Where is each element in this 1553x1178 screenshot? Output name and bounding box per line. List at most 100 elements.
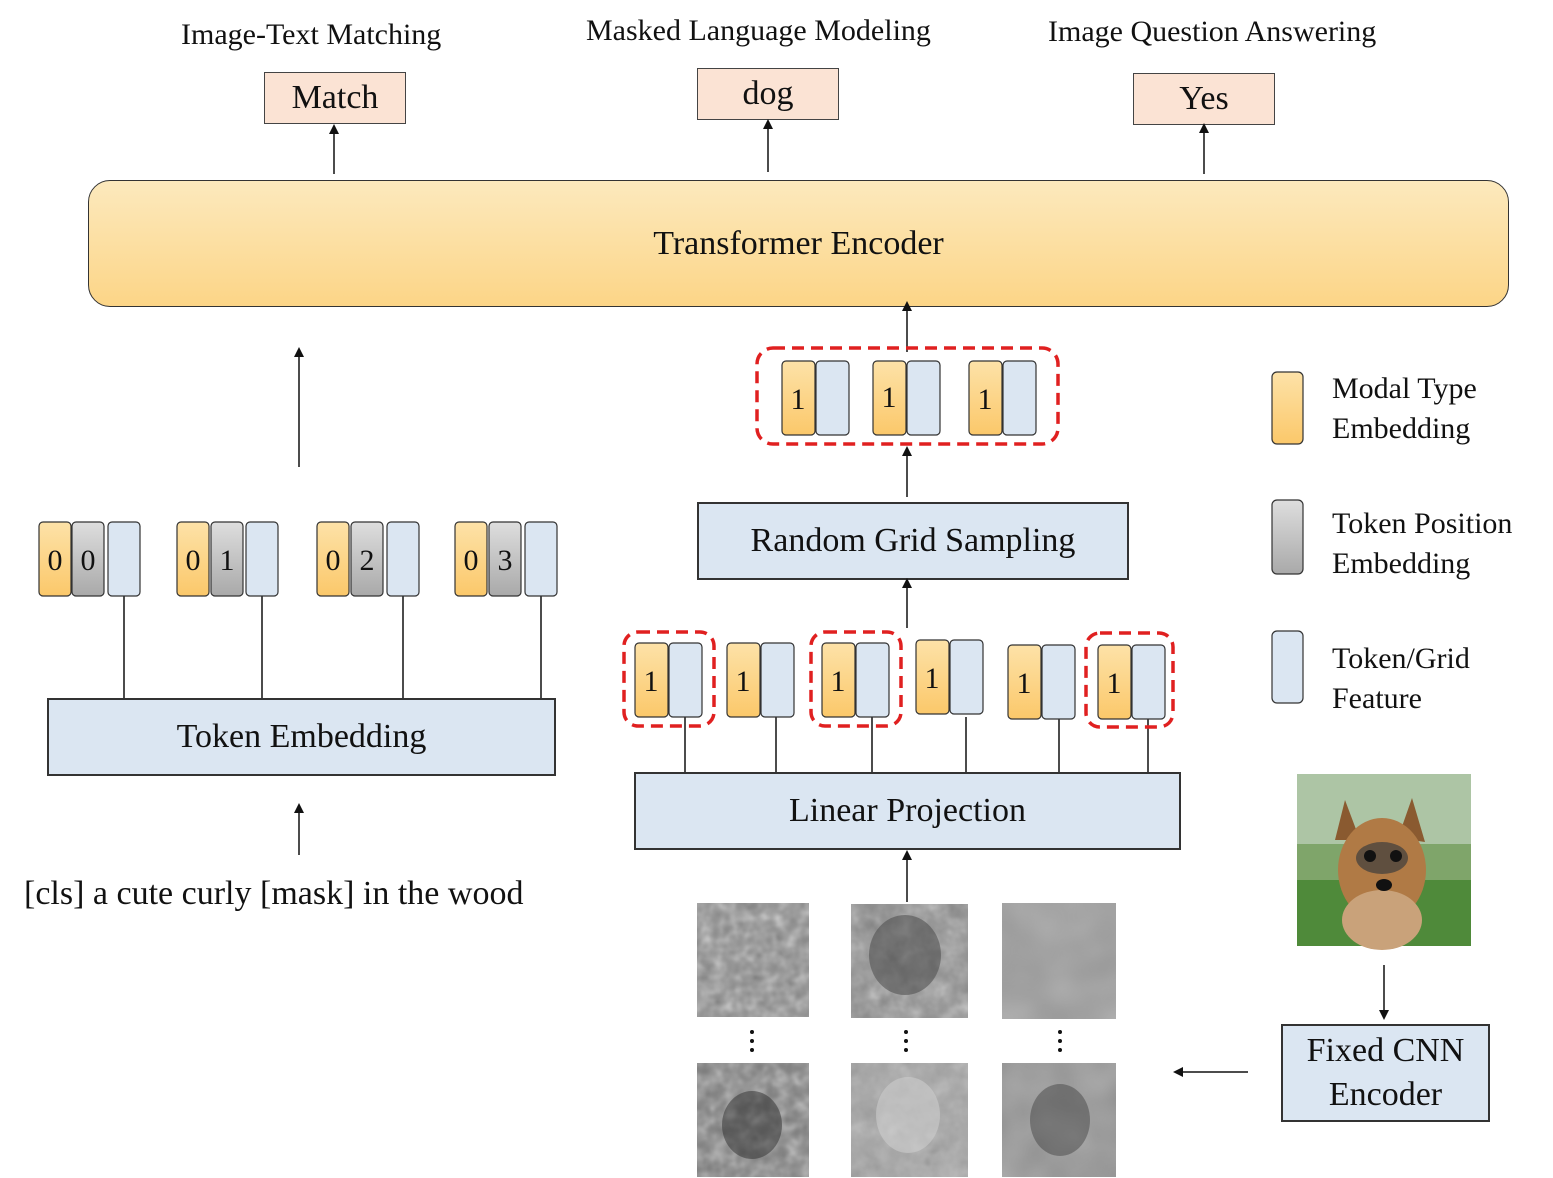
random-grid-sampling-box: Random Grid Sampling bbox=[697, 502, 1129, 580]
token-feature-cell bbox=[245, 521, 279, 597]
sampled-highlight bbox=[1084, 631, 1175, 729]
cnn-label-line2: Encoder bbox=[1328, 1076, 1443, 1113]
modal-type-cell bbox=[38, 521, 72, 597]
token-feature-cell bbox=[107, 521, 141, 597]
token-position-cell bbox=[210, 521, 244, 597]
feature-map-ellipsis bbox=[750, 1030, 1062, 1052]
text-input-caption: [cls] a cute curly [mask] in the wood bbox=[24, 875, 524, 912]
grid-feature-cell bbox=[668, 642, 703, 718]
text-token-modal-label: 0 bbox=[186, 544, 201, 577]
token-position-cell bbox=[350, 521, 384, 597]
modal-type-cell bbox=[634, 642, 669, 718]
text-token-position-label: 2 bbox=[360, 544, 375, 577]
grid-token-4 bbox=[1007, 644, 1076, 720]
dog-silhouette bbox=[876, 1077, 940, 1153]
text-token-group-3 bbox=[454, 521, 558, 597]
modal-type-cell bbox=[821, 642, 856, 718]
sampled-set-highlight bbox=[755, 346, 1060, 446]
token-embedding-box: Token Embedding bbox=[47, 698, 556, 776]
sampled-token-2 bbox=[968, 360, 1037, 436]
legend-modal-label: Modal Type Embedding bbox=[1332, 369, 1477, 449]
modal-type-cell bbox=[915, 639, 950, 715]
modal-type-cell bbox=[176, 521, 210, 597]
legend-modal-line1: Modal Type bbox=[1332, 372, 1477, 405]
grid-feature-cell bbox=[855, 642, 890, 718]
transformer-encoder: Transformer Encoder bbox=[88, 180, 1509, 307]
sampled-token-modal-label: 1 bbox=[791, 383, 806, 416]
text-token-modal-label: 0 bbox=[326, 544, 341, 577]
sampled-token-modal-label: 1 bbox=[978, 383, 993, 416]
dog-photo bbox=[1297, 774, 1471, 950]
dog-silhouette bbox=[869, 915, 941, 995]
modal-type-cell bbox=[968, 360, 1003, 436]
grid-feature-cell bbox=[949, 639, 984, 715]
text-token-group-0 bbox=[38, 521, 141, 597]
dog-silhouette bbox=[722, 1091, 782, 1159]
cnn-label-line1: Fixed CNN bbox=[1306, 1032, 1465, 1069]
task-title-itm: Image-Text Matching bbox=[181, 18, 442, 51]
token-embedding-connectors bbox=[123, 596, 542, 698]
grid-token-modal-label: 1 bbox=[736, 665, 751, 698]
text-token-modal-label: 0 bbox=[48, 544, 63, 577]
feature-map-texture bbox=[1002, 1063, 1116, 1177]
token-position-cell bbox=[71, 521, 105, 597]
sampled-highlight bbox=[622, 630, 716, 728]
grid-feature-cell bbox=[815, 360, 850, 436]
modal-type-cell bbox=[316, 521, 350, 597]
grid-feature-cell bbox=[906, 360, 941, 436]
text-token-group-2 bbox=[316, 521, 420, 597]
linear-projection-box: Linear Projection bbox=[634, 772, 1181, 850]
legend-feature-line1: Token/Grid bbox=[1332, 642, 1470, 675]
sampled-token-modal-label: 1 bbox=[882, 381, 897, 414]
sampled-highlight bbox=[809, 630, 903, 728]
legend-feature-line2: Feature bbox=[1332, 682, 1422, 715]
linear-projection-connectors bbox=[684, 717, 1149, 772]
text-token-position-label: 3 bbox=[498, 544, 513, 577]
legend-position-label: Token Position Embedding bbox=[1332, 504, 1512, 584]
dog-ear-left bbox=[1335, 800, 1360, 840]
output-box-yes: Yes bbox=[1133, 73, 1275, 125]
fixed-cnn-encoder-box: Fixed CNN Encoder bbox=[1281, 1024, 1490, 1122]
token-feature-cell bbox=[386, 521, 420, 597]
grid-token-modal-label: 1 bbox=[831, 665, 846, 698]
legend-position-swatch bbox=[1271, 499, 1304, 575]
dog-face-fur bbox=[1356, 842, 1408, 874]
dog-chest bbox=[1342, 890, 1422, 950]
token-feature-cell bbox=[524, 521, 558, 597]
grid-feature-cell bbox=[1131, 644, 1166, 720]
grid-feature-cell bbox=[760, 642, 795, 718]
grid-token-2 bbox=[821, 642, 890, 718]
task-title-mlm: Masked Language Modeling bbox=[586, 14, 931, 47]
grid-feature-cell bbox=[1002, 360, 1037, 436]
text-token-position-label: 1 bbox=[220, 544, 235, 577]
grid-token-1 bbox=[726, 642, 795, 718]
grid-token-5 bbox=[1097, 644, 1166, 720]
legend-feature-swatch bbox=[1271, 630, 1304, 704]
feature-map-texture bbox=[1002, 903, 1116, 1019]
grid-token-modal-label: 1 bbox=[644, 665, 659, 698]
modal-type-cell bbox=[454, 521, 488, 597]
legend-modal-swatch bbox=[1271, 371, 1304, 445]
modal-type-cell bbox=[1007, 644, 1042, 720]
sampled-token-1 bbox=[872, 360, 941, 436]
text-token-position-label: 0 bbox=[81, 544, 96, 577]
output-box-dog: dog bbox=[697, 68, 839, 120]
modal-type-cell bbox=[726, 642, 761, 718]
legend-feature-label: Token/Grid Feature bbox=[1332, 639, 1470, 719]
legend-position-line1: Token Position bbox=[1332, 507, 1513, 540]
modal-type-cell bbox=[1097, 644, 1132, 720]
text-token-modal-label: 0 bbox=[464, 544, 479, 577]
dog-nose bbox=[1376, 879, 1392, 891]
grid-token-modal-label: 1 bbox=[925, 662, 940, 695]
modal-type-cell bbox=[781, 360, 816, 436]
grid-token-modal-label: 1 bbox=[1107, 667, 1122, 700]
grid-token-modal-label: 1 bbox=[1017, 667, 1032, 700]
grid-token-0 bbox=[634, 642, 703, 718]
dog-eye bbox=[1364, 850, 1376, 862]
feature-map-texture bbox=[697, 903, 809, 1017]
dog-eye bbox=[1390, 850, 1402, 862]
modal-type-cell bbox=[872, 360, 907, 436]
feature-maps bbox=[697, 903, 1116, 1177]
output-box-match: Match bbox=[264, 72, 406, 124]
